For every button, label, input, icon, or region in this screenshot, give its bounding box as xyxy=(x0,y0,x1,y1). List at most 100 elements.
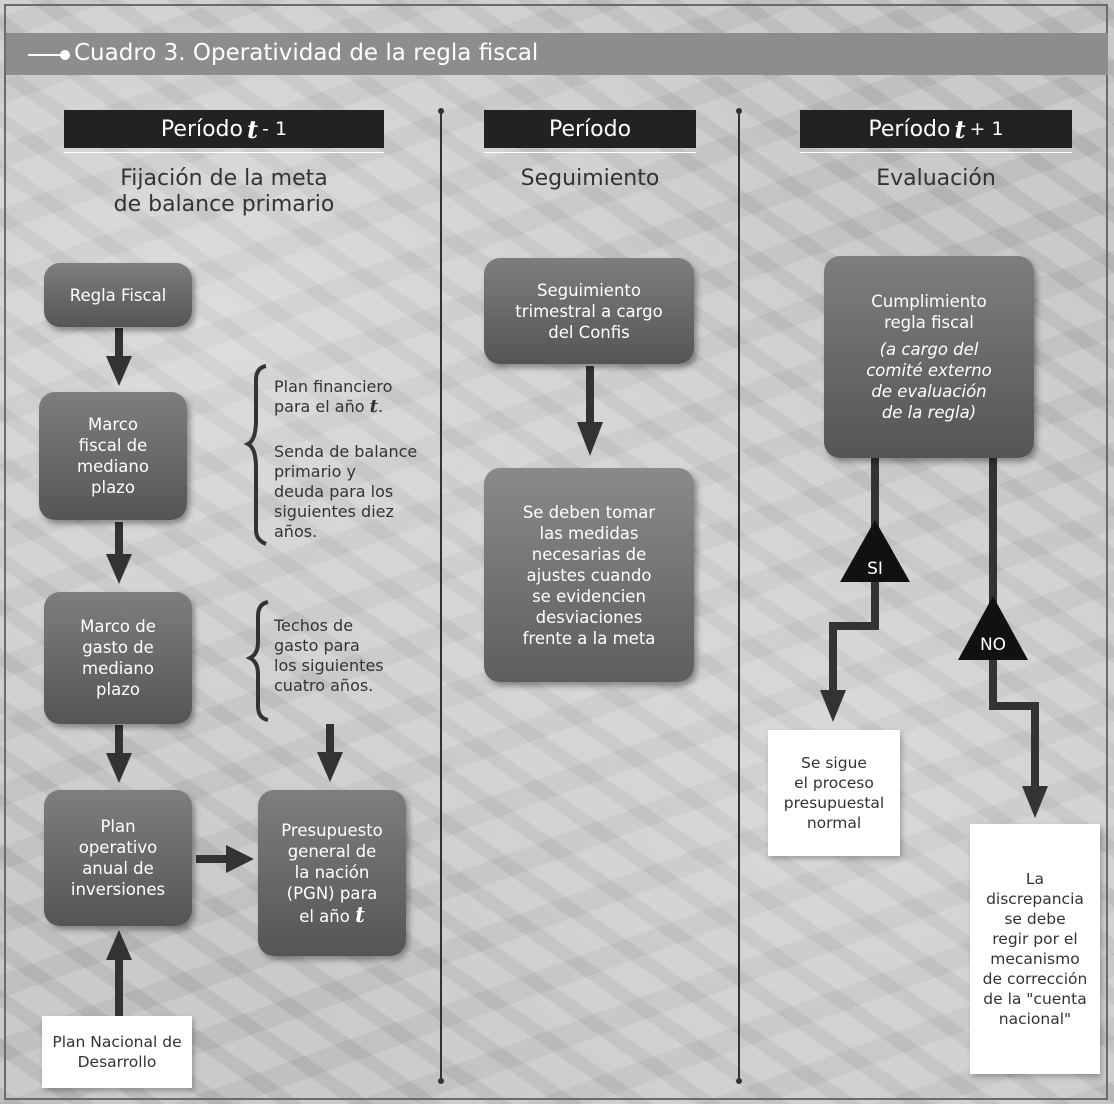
box-line: de corrección xyxy=(982,970,1088,988)
box-line: de la "cuenta xyxy=(983,990,1087,1008)
box-line: se evidencien xyxy=(532,586,646,606)
note-line: Plan financiero xyxy=(274,377,393,396)
header-rule xyxy=(484,152,696,153)
box-line: nacional" xyxy=(998,1010,1072,1028)
arrow-techos-to-presupuesto xyxy=(317,724,343,782)
box-line: la nación xyxy=(294,862,370,882)
box-line: Cumplimiento xyxy=(871,292,987,311)
box-line: gasto de xyxy=(82,638,154,657)
box-line: del Confis xyxy=(548,322,630,342)
box-medidas: Se deben tomar las medidas necesarias de… xyxy=(484,468,694,682)
no-label: NO xyxy=(980,635,1006,655)
subtitle-line: de balance primario xyxy=(113,192,335,217)
note-line: cuatro años. xyxy=(274,676,374,695)
box-line: Se sigue xyxy=(801,754,867,772)
box-presupuesto: Presupuesto general de la nación (PGN) p… xyxy=(258,790,406,956)
box-line: mediano xyxy=(77,457,149,476)
frame-border xyxy=(4,4,1108,1100)
note-line: Senda de balance xyxy=(274,442,418,461)
header-rule xyxy=(64,152,384,153)
box-sigue-proceso: Se sigue el proceso presupuestal normal xyxy=(768,730,900,856)
box-line: se debe xyxy=(1004,910,1066,928)
box-line: (PGN) para xyxy=(286,883,378,903)
box-line-italic: de la regla) xyxy=(881,403,977,422)
box-plan-operativo: Plan operativo anual de inversiones xyxy=(44,790,192,926)
box-line-italic: de evaluación xyxy=(871,382,987,401)
box-line: Seguimiento xyxy=(537,280,641,300)
column-subtitle-seguimiento: Seguimiento xyxy=(484,166,696,192)
period-header-suffix: - 1 xyxy=(262,118,288,140)
box-line: anual de xyxy=(82,859,154,878)
note-line: siguientes diez xyxy=(274,502,394,521)
note-techos-gasto: Techos de gasto para los siguientes cuat… xyxy=(274,616,384,696)
note-line: Techos de xyxy=(274,616,354,635)
box-line: general de xyxy=(287,841,377,861)
box-line: fiscal de xyxy=(78,436,148,455)
note-plan-financiero: Plan financiero para el año t. xyxy=(274,377,392,417)
box-line: Se deben tomar xyxy=(522,502,656,522)
note-line-with-var: para el año t. xyxy=(274,397,392,417)
note-line: primario y xyxy=(274,462,356,481)
box-marco-gasto: Marco de gasto de mediano plazo xyxy=(44,592,192,724)
box-line: Marco de xyxy=(80,617,156,636)
title-line-decoration xyxy=(28,54,64,56)
box-line: ajustes cuando xyxy=(526,565,652,585)
note-text: . xyxy=(377,397,384,416)
period-header-t: Período xyxy=(484,110,696,148)
title-bar xyxy=(6,33,1108,75)
box-seguimiento: Seguimiento trimestral a cargo del Confi… xyxy=(484,258,694,364)
no-branch-connector xyxy=(989,458,1048,818)
box-line: el año xyxy=(299,906,350,926)
box-line: La xyxy=(1025,870,1045,888)
box-line: mecanismo xyxy=(990,950,1080,968)
note-text: para el año xyxy=(274,397,365,416)
box-line-with-var: el año t xyxy=(281,904,383,927)
box-line: regla fiscal xyxy=(884,313,974,332)
box-line: Desarrollo xyxy=(77,1053,157,1071)
box-line: necesarias de xyxy=(531,544,647,564)
box-line: discrepancia xyxy=(986,890,1084,908)
period-header-var: t xyxy=(246,114,259,144)
separator-dot xyxy=(438,1078,444,1084)
column-subtitle-fijacion: Fijación de la meta de balance primario xyxy=(64,166,384,218)
si-label: SI xyxy=(867,559,883,579)
year-variable: t xyxy=(355,901,365,927)
box-line: frente a la meta xyxy=(522,628,656,648)
box-plan-nacional: Plan Nacional de Desarrollo xyxy=(42,1016,192,1088)
note-line: los siguientes xyxy=(274,656,384,675)
period-header-suffix: + 1 xyxy=(969,118,1004,140)
diagram-title: Cuadro 3. Operatividad de la regla fisca… xyxy=(74,40,539,66)
note-senda-balance: Senda de balance primario y deuda para l… xyxy=(274,442,417,542)
box-line-italic: (a cargo del xyxy=(879,340,979,359)
column-separator xyxy=(738,112,740,1082)
brace-note-3 xyxy=(245,600,269,722)
box-line: plazo xyxy=(91,478,135,497)
box-line: desviaciones xyxy=(535,607,643,627)
box-line: el proceso xyxy=(794,774,874,792)
arrow-regla-to-marco-fiscal xyxy=(106,328,132,386)
arrow-marco-gasto-to-plan-operativo xyxy=(106,725,132,783)
box-line: Marco xyxy=(88,415,138,434)
title-dot-decoration xyxy=(60,50,70,60)
column-subtitle-evaluacion: Evaluación xyxy=(800,166,1072,192)
period-header-t-plus-1: Período t + 1 xyxy=(800,110,1072,148)
note-line: años. xyxy=(274,522,318,541)
year-variable: t xyxy=(369,396,378,417)
box-line: operativo xyxy=(78,838,158,857)
box-line: normal xyxy=(806,814,862,832)
period-header-prefix: Período xyxy=(160,116,243,142)
box-line: Presupuesto xyxy=(281,820,383,840)
box-regla-fiscal: Regla Fiscal xyxy=(44,263,192,327)
period-header-prefix: Período xyxy=(548,116,632,142)
separator-dot xyxy=(438,108,444,114)
brace-note-1 xyxy=(243,364,267,546)
subtitle-line: Fijación de la meta xyxy=(120,166,328,191)
no-triangle: NO xyxy=(958,596,1028,660)
box-line: presupuestal xyxy=(783,794,885,812)
box-discrepancia: La discrepancia se debe regir por el mec… xyxy=(970,824,1100,1074)
arrow-seguimiento-to-medidas xyxy=(577,366,603,456)
period-header-prefix: Período xyxy=(868,116,951,142)
arrow-plan-nacional-to-plan-operativo xyxy=(106,930,132,1020)
box-line: mediano xyxy=(82,659,154,678)
header-rule xyxy=(800,152,1072,153)
